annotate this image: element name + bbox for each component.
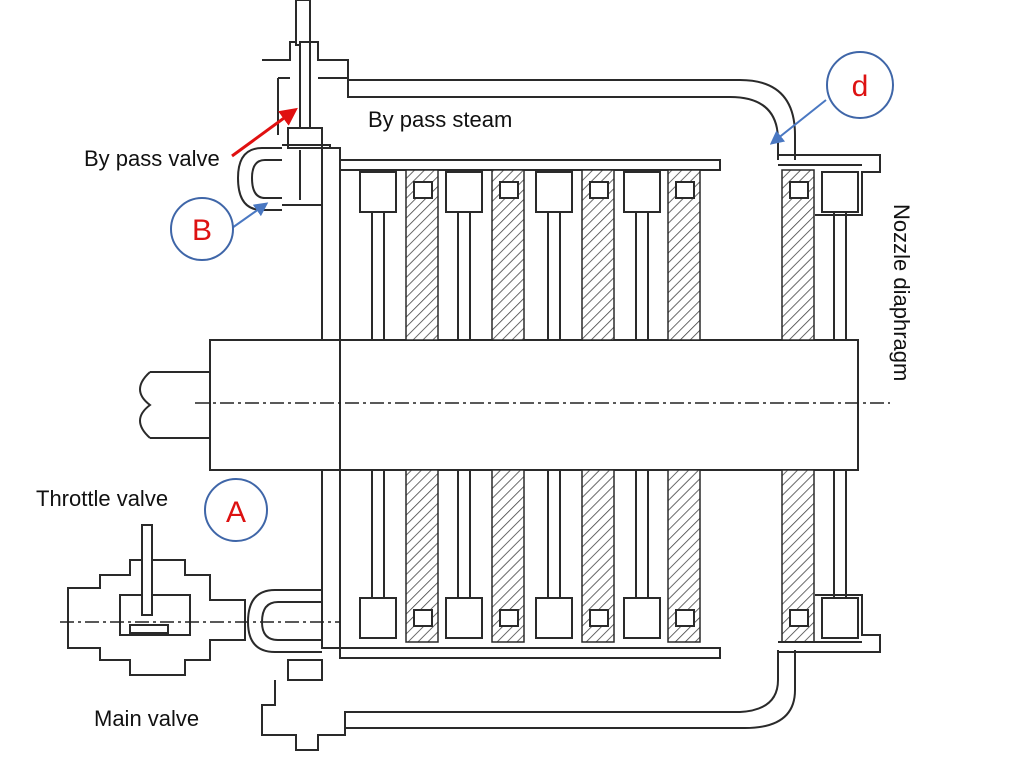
diaphragm-top-1: [405, 169, 439, 341]
rotor-disc-bot-4: [623, 469, 661, 639]
throttle-valve-label: Throttle valve: [36, 486, 168, 511]
rotor-disc-bot-3: [535, 469, 573, 639]
diaphragm-top-2: [491, 169, 525, 341]
bypass-valve-label: By pass valve: [84, 146, 220, 171]
diaphragm-bot-3: [581, 469, 615, 643]
diaphragm-top-4: [667, 169, 701, 341]
top-stage-rows: [359, 154, 881, 341]
main-inlet-loop-inner: [260, 601, 322, 641]
callout-b: B: [170, 197, 234, 261]
nozzle-diaphragm-label: Nozzle diaphragm: [889, 204, 914, 381]
callout-b-label: B: [192, 214, 212, 247]
main-inlet-loop: [246, 589, 322, 653]
rotor-disc-top-4: [623, 171, 661, 341]
diaphragm-bot-2: [491, 469, 525, 643]
callout-a-label: A: [226, 496, 246, 529]
bypass-loop-pipe: [236, 147, 282, 211]
rotor-disc-top-1: [359, 171, 397, 341]
main-inlet-flange: [287, 659, 323, 681]
rotor-disc-bot-1: [359, 469, 397, 639]
main-valve-assembly: [60, 524, 340, 676]
rotor-disc-top-5: [821, 171, 859, 341]
callout-b-leader: [231, 202, 269, 229]
diaphragm-bot-5: [781, 469, 815, 643]
diaphragm-bot-1: [405, 469, 439, 643]
main-valve-label: Main valve: [94, 706, 199, 731]
rotor-disc-top-3: [535, 171, 573, 341]
callout-d: d: [826, 51, 894, 119]
callout-d-leader: [769, 99, 827, 145]
rotor-shaft: [139, 339, 890, 471]
diaphragm-bot-4: [667, 469, 701, 643]
rotor-disc-bot-5: [821, 469, 859, 639]
bypass-valve-leader: [231, 107, 298, 158]
bypass-steam-label: By pass steam: [368, 107, 512, 132]
callout-d-label: d: [852, 70, 869, 103]
callout-a: A: [204, 478, 268, 542]
bypass-loop-pipe-inner: [250, 159, 282, 199]
rotor-disc-top-2: [445, 171, 483, 341]
diaphragm-top-3: [581, 169, 615, 341]
diaphragm-top-5: [781, 169, 815, 341]
bottom-stage-rows: [359, 469, 881, 653]
bypass-casing: [261, 41, 796, 751]
rotor-disc-bot-2: [445, 469, 483, 639]
